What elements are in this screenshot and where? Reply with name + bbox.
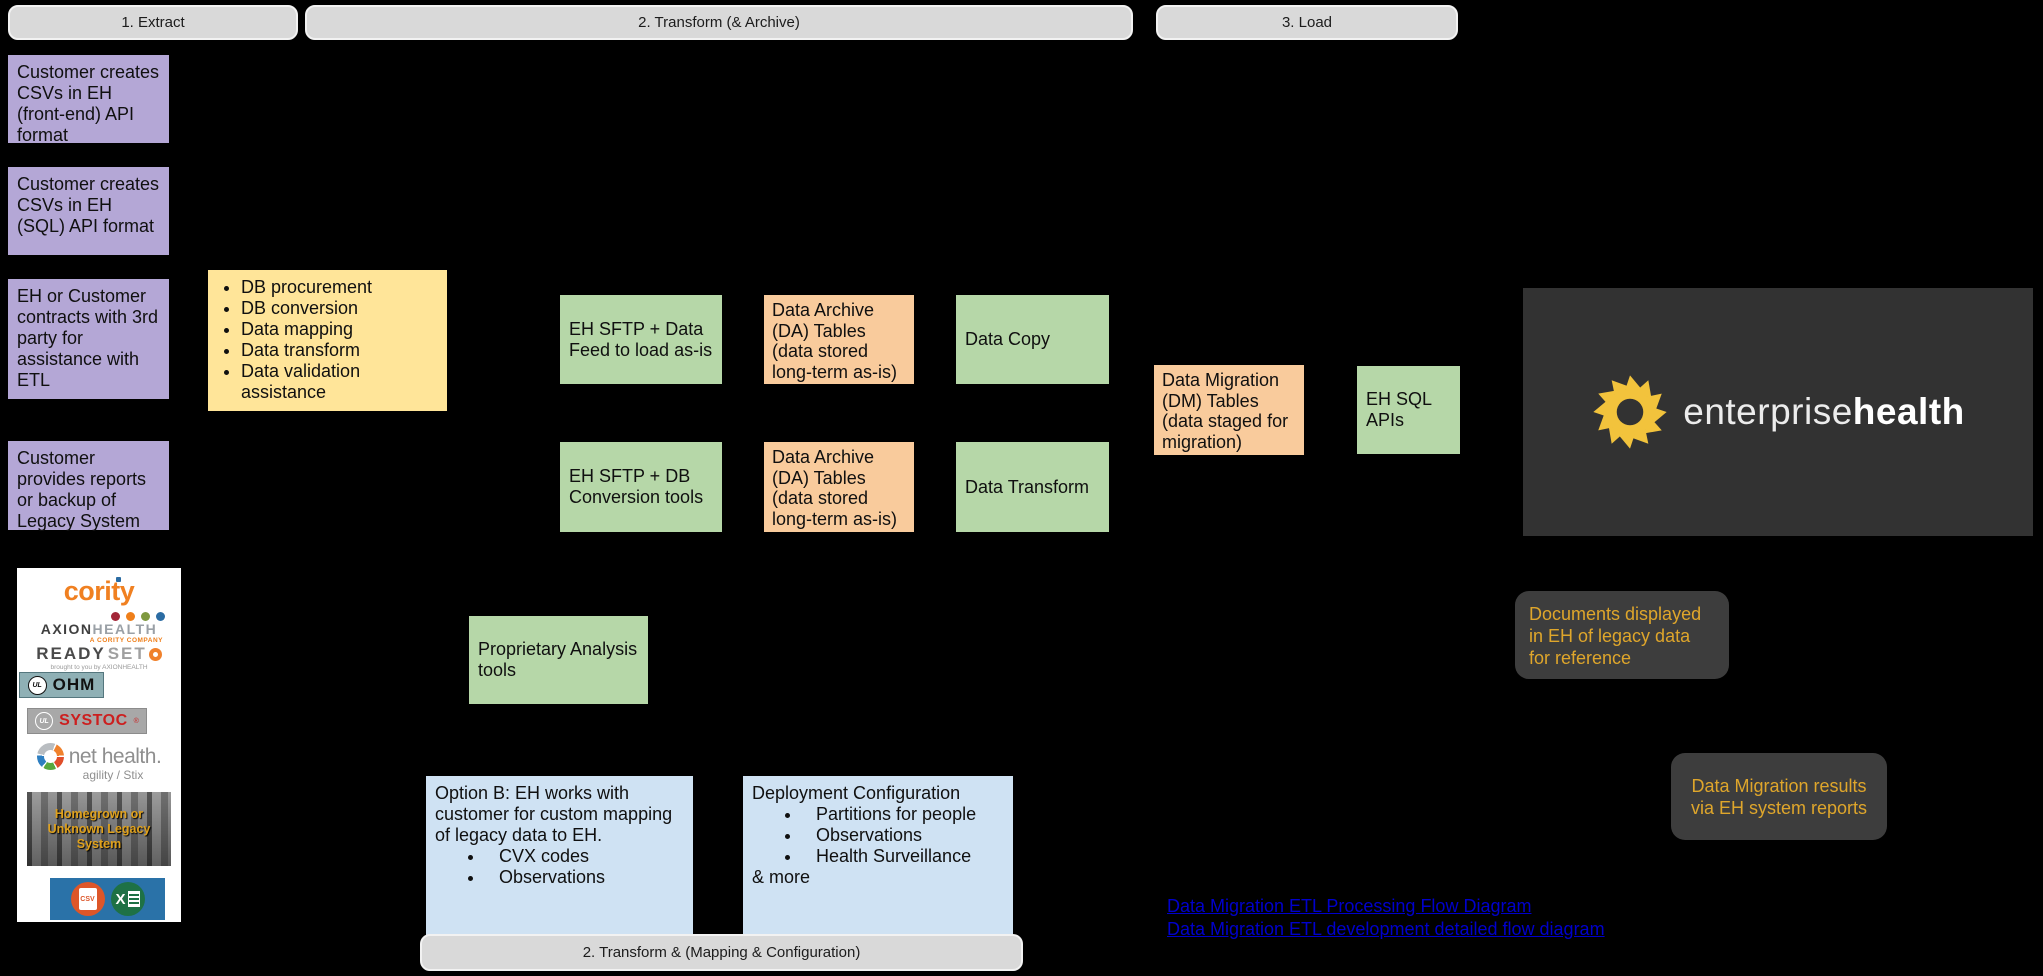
ul-certification-icon: UL [27, 675, 47, 695]
deployment-footer: & more [752, 867, 811, 887]
blue-box-deployment-config: Deployment Configuration Partitions for … [743, 776, 1013, 943]
box-label: EH SFTP + DB Conversion tools [569, 466, 704, 507]
box-label: EH SFTP + Data Feed to load as-is [569, 318, 713, 360]
option-b-intro: Option B: EH works with customer for cus… [435, 783, 673, 845]
purple-box-csv-sql: Customer creates CSVs in EH (SQL) API fo… [8, 167, 169, 255]
stage-label-extract: 1. Extract [121, 14, 185, 31]
csv-label: CSV [78, 888, 97, 910]
list-item: Data mapping [241, 319, 438, 340]
cority-dot-icon [116, 577, 121, 582]
purple-box-reports-backup: Customer provides reports or backup of L… [8, 441, 169, 531]
purple-box-csv-frontend: Customer creates CSVs in EH (front-end) … [8, 55, 169, 145]
axion-wordmark: AXIONHEALTH [17, 621, 181, 637]
note-documents-displayed: Documents displayed in EH of legacy data… [1515, 591, 1729, 679]
link-etl-development-flow[interactable]: Data Migration ETL development detailed … [1167, 919, 1605, 939]
option-b-list: CVX codes Observations [435, 846, 684, 888]
brand-word-health: health [1852, 391, 1965, 432]
stage-button-transform-mapping: 2. Transform & (Mapping & Configuration) [420, 934, 1023, 971]
list-item: Data validation assistance [241, 361, 438, 403]
readyset-part2: SET [107, 644, 147, 663]
link-group: Data Migration ETL Processing Flow Diagr… [1167, 895, 1605, 941]
green-box-sftp-db-conversion: EH SFTP + DB Conversion tools [560, 442, 722, 532]
green-box-data-copy: Data Copy [956, 295, 1109, 384]
list-item: Health Surveillance [802, 846, 1004, 867]
csv-file-icon: CSV [70, 882, 105, 916]
brand-word-enterprise: enterprise [1683, 391, 1853, 432]
green-box-eh-sql-apis: EH SQL APIs [1357, 366, 1460, 454]
readyset-tagline: brought to you by AXIONHEALTH [50, 664, 148, 671]
orange-box-data-archive-1: Data Archive (DA) Tables (data stored lo… [764, 295, 914, 384]
link-etl-processing-flow[interactable]: Data Migration ETL Processing Flow Diagr… [1167, 896, 1532, 916]
box-label: Data Copy [965, 329, 1051, 349]
cority-wordmark: cority [63, 576, 135, 606]
legacy-systems-panel: cority AXIONHEALTH A CORITY COMPANY READ… [17, 568, 181, 922]
office-files-strip: CSV X [50, 878, 165, 920]
deployment-list: Partitions for people Observations Healt… [752, 804, 1004, 867]
third-party-service-list: DB procurement DB conversion Data mappin… [217, 277, 438, 403]
orange-box-dm-tables: Data Migration (DM) Tables (data staged … [1154, 365, 1304, 455]
green-box-data-transform: Data Transform [956, 442, 1109, 532]
list-item: DB procurement [241, 277, 438, 298]
list-item: CVX codes [485, 846, 684, 867]
stage-label-load: 3. Load [1281, 14, 1333, 31]
axion-part1: AXION [40, 621, 93, 637]
stage-button-extract: 1. Extract [8, 5, 298, 40]
registered-mark: ® [133, 717, 139, 725]
net-health-wordmark: net health. [68, 744, 162, 768]
axion-tagline: A CORITY COMPANY [89, 637, 163, 644]
enterprise-health-wordmark: enterprisehealth [1683, 391, 1965, 433]
readyset-part1: READY [36, 644, 106, 663]
excel-file-icon: X [110, 882, 145, 916]
deployment-title: Deployment Configuration [752, 783, 961, 803]
net-health-subbrand: agility / Stix [82, 768, 144, 782]
ohm-logo: UL OHM [19, 672, 104, 698]
purple-box-third-party: EH or Customer contracts with 3rd party … [8, 279, 169, 399]
cority-logo: cority [17, 576, 181, 607]
legacy-photo-caption: Homegrown or Unknown Legacy System [47, 806, 151, 851]
readyset-o-icon [148, 647, 162, 661]
green-box-sftp-data-feed: EH SFTP + Data Feed to load as-is [560, 295, 722, 384]
list-item: Data transform [241, 340, 438, 361]
list-item: Partitions for people [802, 804, 1004, 825]
ul-certification-icon: UL [35, 712, 54, 730]
blue-box-option-b: Option B: EH works with customer for cus… [426, 776, 693, 943]
systoc-logo: UL SYSTOC ® [27, 708, 147, 734]
list-item: DB conversion [241, 298, 438, 319]
axion-part2: HEALTH [92, 621, 158, 637]
axion-health-logo: AXIONHEALTH A CORITY COMPANY [17, 612, 181, 644]
net-health-logo: net health. agility / Stix [17, 743, 181, 782]
orange-box-data-archive-2: Data Archive (DA) Tables (data stored lo… [764, 442, 914, 532]
enterprise-health-panel: enterprisehealth [1523, 288, 2033, 536]
enterprise-health-sun-icon [1592, 374, 1668, 450]
box-label: Data Transform [965, 476, 1090, 497]
note-migration-results: Data Migration results via EH system rep… [1671, 753, 1887, 840]
axion-dots-icon [17, 612, 181, 621]
green-box-proprietary-tools: Proprietary Analysis tools [469, 616, 648, 704]
net-health-ring-icon [36, 743, 64, 770]
list-item: Observations [802, 825, 1004, 846]
excel-label: X [115, 890, 126, 908]
list-item: Observations [485, 867, 684, 888]
stage-label-transform-archive: 2. Transform (& Archive) [638, 14, 800, 31]
ohm-wordmark: OHM [52, 675, 96, 694]
legacy-system-photo: Homegrown or Unknown Legacy System [27, 792, 171, 866]
stage-button-transform-archive: 2. Transform (& Archive) [305, 5, 1133, 40]
systoc-wordmark: SYSTOC [59, 712, 128, 729]
yellow-box-third-party-services: DB procurement DB conversion Data mappin… [208, 270, 447, 411]
box-label: Proprietary Analysis tools [478, 639, 638, 680]
stage-button-load: 3. Load [1156, 5, 1458, 40]
stage-label-transform-mapping: 2. Transform & (Mapping & Configuration) [582, 944, 861, 961]
box-label: EH SQL APIs [1366, 389, 1432, 430]
